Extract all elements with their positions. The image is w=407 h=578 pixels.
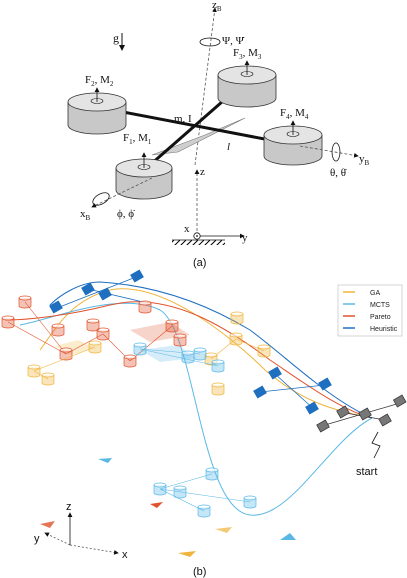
pareto-drone-8 — [173, 333, 187, 347]
legend-entry-mcts: MCTS — [343, 302, 390, 309]
legend-entry-ga: GA — [343, 290, 380, 297]
marker-pareto-2 — [40, 521, 55, 528]
ga-trajectory — [39, 288, 373, 419]
rotor-1-label: F1, M1 — [123, 132, 152, 146]
xb-label: xB — [80, 208, 91, 222]
rotor-3: F3, M3 — [217, 47, 277, 108]
marker-mcts-1 — [98, 458, 112, 463]
ga-drone-8 — [211, 382, 225, 396]
start-drones — [316, 394, 407, 433]
gravity-label: g — [113, 31, 119, 45]
pareto-drone-3 — [51, 323, 65, 337]
legend-entry-pareto: Pareto — [343, 314, 391, 321]
panel-b-trajectories: start GA MCTS Pareto Heuristic — [1, 269, 407, 578]
ga-drone-3 — [41, 372, 55, 386]
marker-mcts-2 — [280, 533, 296, 540]
pareto-drone-5 — [96, 327, 110, 341]
pareto-drone-9 — [86, 318, 100, 332]
legend-pareto-label: Pareto — [370, 314, 391, 321]
yb-label: yB — [359, 153, 370, 167]
gravity-indicator: g — [113, 31, 125, 51]
rotor-1: F1, M1 — [115, 132, 173, 200]
mcts-drone-6 — [205, 467, 219, 481]
body-plate — [151, 117, 246, 156]
heuristic-drones — [49, 269, 332, 415]
ga-drones — [27, 311, 271, 396]
marker-pareto-1 — [150, 502, 163, 508]
heuristic-trajectory — [49, 281, 373, 419]
legend: GA MCTS Pareto Heuristic — [337, 284, 403, 337]
pareto-drone-2 — [1, 315, 15, 329]
ga-drone-1 — [27, 364, 41, 378]
mcts-drones — [133, 342, 257, 518]
pareto-drone-1 — [18, 295, 32, 309]
ground-hatch — [172, 240, 225, 245]
triad-y-label: y — [34, 533, 40, 545]
rotor-3-label: F3, M3 — [233, 47, 262, 61]
start-pointer — [371, 431, 381, 459]
legend-ga-label: GA — [370, 290, 380, 297]
mcts-drone-4 — [181, 350, 195, 364]
rotor-4: F4, M4 — [263, 107, 323, 166]
mcts-drone-3 — [211, 359, 225, 373]
panel-a-caption: (a) — [193, 257, 206, 269]
world-z-label: z — [200, 166, 205, 178]
mcts-trajectory — [19, 302, 373, 516]
legend-mcts-label: MCTS — [370, 302, 390, 309]
pareto-drone-7 — [165, 319, 179, 333]
world-y-label: y — [242, 232, 248, 244]
ga-drone-6 — [257, 344, 271, 358]
marker-ga-1 — [178, 551, 196, 557]
yaw-rotation-icon — [199, 37, 221, 47]
mass-inertia-label: m, I — [174, 113, 192, 125]
zb-label: zB — [212, 0, 222, 13]
mcts-drone-7 — [243, 495, 257, 509]
ga-drone-2 — [88, 340, 102, 354]
pareto-drone-10 — [138, 300, 152, 314]
axis-triad: z y x — [34, 501, 128, 561]
roll-label: ϕ, ϕ̇ — [117, 208, 135, 220]
panel-b-caption: (b) — [193, 566, 206, 578]
panel-a-quadrotor: g zB Ψ, Ψ̇ m, I l F2, M2 F3 — [67, 0, 370, 269]
rotor-4-label: F4, M4 — [280, 107, 309, 121]
pitch-label: θ, θ̇ — [330, 167, 347, 179]
pareto-drones — [1, 295, 187, 368]
pareto-trajectory — [4, 301, 373, 419]
legend-entry-heuristic: Heuristic — [343, 326, 398, 333]
world-frame: z y x — [172, 166, 248, 245]
ga-drone-5 — [229, 332, 243, 346]
mcts-drone-8 — [197, 504, 211, 518]
mcts-drone-9 — [173, 485, 187, 499]
rotor-2-label: F2, M2 — [85, 74, 114, 88]
mcts-drone-2 — [193, 347, 207, 361]
triad-x-label: x — [122, 549, 128, 561]
triad-z-label: z — [66, 501, 72, 513]
world-x-label: x — [184, 223, 190, 235]
legend-heuristic-label: Heuristic — [370, 326, 398, 333]
rotor-2: F2, M2 — [67, 74, 127, 135]
start-label: start — [356, 466, 377, 478]
arm-length-label: l — [227, 141, 230, 153]
roll-rotation-icon — [92, 192, 110, 206]
ga-drone-4 — [230, 311, 244, 325]
yaw-label: Ψ, Ψ̇ — [222, 35, 245, 47]
mcts-drone-1 — [133, 342, 147, 356]
xb-axis — [91, 177, 153, 208]
marker-ga-2 — [215, 527, 232, 533]
pitch-rotation-icon — [331, 142, 341, 162]
mcts-drone-5 — [153, 482, 167, 496]
pareto-drone-6 — [123, 354, 137, 368]
